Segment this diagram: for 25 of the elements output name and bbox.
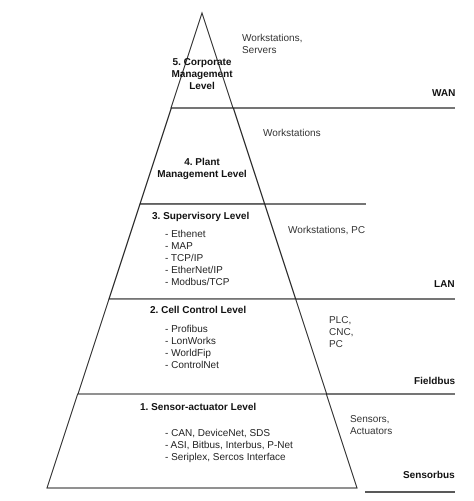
protocol-item: - Seriplex, Sercos Interface	[165, 452, 286, 464]
device-label: Workstations	[263, 128, 322, 140]
level-title: 3. Supervisory Level	[152, 211, 250, 223]
protocol-item: - CAN, DeviceNet, SDS	[165, 428, 270, 440]
network-label: Fieldbus	[414, 376, 456, 387]
protocol-item: - Modbus/TCP	[164, 277, 230, 289]
protocol-item: - Profibus	[164, 324, 208, 336]
protocol-item: - WorldFip	[164, 348, 211, 360]
network-label: LAN	[434, 279, 455, 290]
device-label: Workstations, Servers	[242, 33, 304, 57]
device-label: PLC, CNC, PC	[329, 315, 354, 351]
protocol-item: - MAP	[164, 241, 193, 253]
protocol-item: - LonWorks	[164, 336, 216, 348]
protocol-item: - EtherNet/IP	[164, 265, 223, 277]
level-title: 2. Cell Control Level	[150, 305, 246, 317]
level-title: 4. Plant Management Level	[156, 157, 247, 181]
protocol-item: - TCP/IP	[164, 253, 204, 265]
protocol-item: - Ethenet	[164, 229, 206, 241]
level-title: 1. Sensor-actuator Level	[140, 402, 256, 414]
network-label: WAN	[432, 88, 456, 99]
protocol-item: - ASI, Bitbus, Interbus, P-Net	[165, 440, 293, 452]
network-label: Sensorbus	[403, 470, 455, 481]
device-label: Sensors, Actuators	[350, 414, 394, 438]
protocol-item: - ControlNet	[164, 360, 219, 372]
device-label: Workstations, PC	[288, 225, 366, 237]
